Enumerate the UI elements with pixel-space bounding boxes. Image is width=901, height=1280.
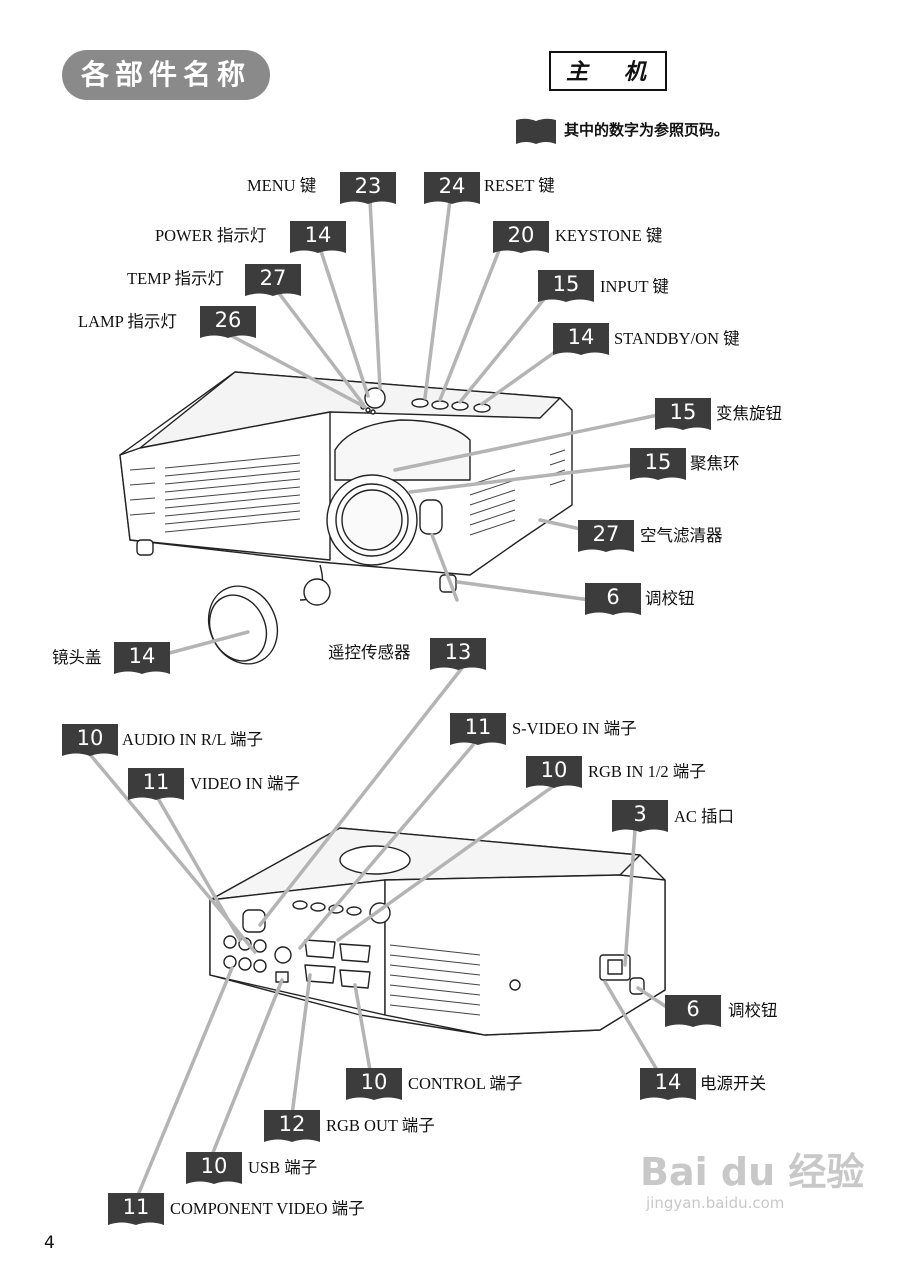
page-number: 10 bbox=[360, 1070, 388, 1094]
page-number: 3 bbox=[633, 802, 647, 826]
callout-label-component: COMPONENT VIDEO 端子 bbox=[170, 1199, 365, 1218]
page-number: 15 bbox=[669, 400, 697, 424]
page-number: 11 bbox=[122, 1195, 150, 1219]
callout-label-keystone: KEYSTONE 键 bbox=[555, 226, 663, 245]
page-badge-rear-foot: 6 bbox=[665, 995, 721, 1027]
page-badge-usb: 10 bbox=[186, 1152, 242, 1184]
callout-label-input: INPUT 键 bbox=[600, 277, 669, 296]
section-title: 各部件名称 bbox=[62, 50, 270, 100]
callout-label-control: CONTROL 端子 bbox=[408, 1074, 523, 1093]
legend-note-text: 其中的数字为参照页码。 bbox=[564, 121, 730, 139]
callout-label-rgb-in: RGB IN 1/2 端子 bbox=[588, 762, 706, 781]
callout-label-ac-inlet: AC 插口 bbox=[674, 807, 735, 826]
callout-label-rear-foot: 调校钮 bbox=[728, 1001, 778, 1020]
leader-lines bbox=[86, 198, 670, 1197]
page-badge-temp: 27 bbox=[245, 264, 301, 296]
page-badge-keystone: 20 bbox=[493, 221, 549, 253]
page-badge-lamp: 26 bbox=[200, 306, 256, 338]
page-badge-rgb-in: 10 bbox=[526, 756, 582, 788]
page-badge-reset: 24 bbox=[424, 172, 480, 204]
page-badge-rgb-out: 12 bbox=[264, 1110, 320, 1142]
page-number: 12 bbox=[278, 1112, 306, 1136]
callout-label-reset: RESET 键 bbox=[484, 176, 555, 195]
callout-label-menu: MENU 键 bbox=[247, 176, 317, 195]
page-number: 23 bbox=[354, 174, 382, 198]
page-badge-power: 14 bbox=[290, 221, 346, 253]
page-badge-lens-cap: 14 bbox=[114, 642, 170, 674]
page-number: 6 bbox=[606, 585, 620, 609]
callout-label-standby: STANDBY/ON 键 bbox=[614, 329, 740, 348]
page-badge-adjust-foot: 6 bbox=[585, 583, 641, 615]
page-number: 10 bbox=[200, 1154, 228, 1178]
callout-label-temp: TEMP 指示灯 bbox=[127, 269, 225, 288]
page-number: 14 bbox=[654, 1070, 682, 1094]
callout-label-remote-sensor: 遥控传感器 bbox=[328, 643, 411, 662]
callout-label-rgb-out: RGB OUT 端子 bbox=[326, 1116, 435, 1135]
page-badge-component: 11 bbox=[108, 1193, 164, 1225]
page-number: 27 bbox=[592, 522, 620, 546]
callout-label-audio-in: AUDIO IN R/L 端子 bbox=[122, 730, 263, 749]
page-number: 10 bbox=[76, 726, 104, 750]
page-number: 13 bbox=[444, 640, 472, 664]
page-badge-menu: 23 bbox=[340, 172, 396, 204]
callout-label-adjust-foot: 调校钮 bbox=[645, 589, 695, 608]
page-badge-ac-inlet: 3 bbox=[612, 800, 668, 832]
page-badge-power-switch: 14 bbox=[640, 1068, 696, 1100]
page-badge-control: 10 bbox=[346, 1068, 402, 1100]
projector-rear-view bbox=[209, 827, 666, 1036]
page-badge-s-video: 11 bbox=[450, 713, 506, 745]
page-badge-standby: 14 bbox=[553, 323, 609, 355]
page-number: 14 bbox=[128, 644, 156, 668]
watermark: Bai du 经验 jingyan.baidu.com bbox=[640, 1150, 864, 1212]
page-badge-audio-in: 10 bbox=[62, 724, 118, 756]
page-number: 24 bbox=[438, 174, 466, 198]
callout-label-power-switch: 电源开关 bbox=[700, 1074, 766, 1093]
callout-label-video-in: VIDEO IN 端子 bbox=[190, 774, 300, 793]
page-number: 15 bbox=[644, 450, 672, 474]
callout-label-power: POWER 指示灯 bbox=[155, 226, 267, 245]
page-number: 14 bbox=[567, 325, 595, 349]
unit-label: 主 机 bbox=[549, 51, 667, 91]
page-number: 11 bbox=[464, 715, 492, 739]
callout-label-zoom: 变焦旋钮 bbox=[716, 404, 782, 423]
callout-label-lamp: LAMP 指示灯 bbox=[78, 312, 177, 331]
page-badge-zoom: 15 bbox=[655, 398, 711, 430]
book-icon bbox=[516, 118, 556, 144]
page-number: 11 bbox=[142, 770, 170, 794]
page-number: 15 bbox=[552, 272, 580, 296]
projector-front-view bbox=[119, 371, 573, 665]
callout-label-s-video: S-VIDEO IN 端子 bbox=[512, 719, 637, 738]
page-badge-remote-sensor: 13 bbox=[430, 638, 486, 670]
page-badge-focus: 15 bbox=[630, 448, 686, 480]
page-number: 27 bbox=[259, 266, 287, 290]
callout-label-lens-cap: 镜头盖 bbox=[52, 648, 102, 667]
legend-note: 其中的数字为参照页码。 bbox=[516, 116, 729, 144]
watermark-logo: Bai du 经验 bbox=[640, 1150, 865, 1194]
page-badge-air-filter: 27 bbox=[578, 520, 634, 552]
page-badge-input: 15 bbox=[538, 270, 594, 302]
watermark-url: jingyan.baidu.com bbox=[646, 1194, 785, 1212]
page-badge-video-in: 11 bbox=[128, 768, 184, 800]
page-number: 6 bbox=[686, 997, 700, 1021]
page-number: 26 bbox=[214, 308, 242, 332]
page-number: 20 bbox=[507, 223, 535, 247]
page-number-footer: 4 bbox=[44, 1233, 55, 1253]
callout-label-usb: USB 端子 bbox=[248, 1158, 318, 1177]
page-number: 10 bbox=[540, 758, 568, 782]
callout-label-focus: 聚焦环 bbox=[690, 454, 740, 473]
callout-label-air-filter: 空气滤清器 bbox=[640, 526, 723, 545]
page-number: 14 bbox=[304, 223, 332, 247]
